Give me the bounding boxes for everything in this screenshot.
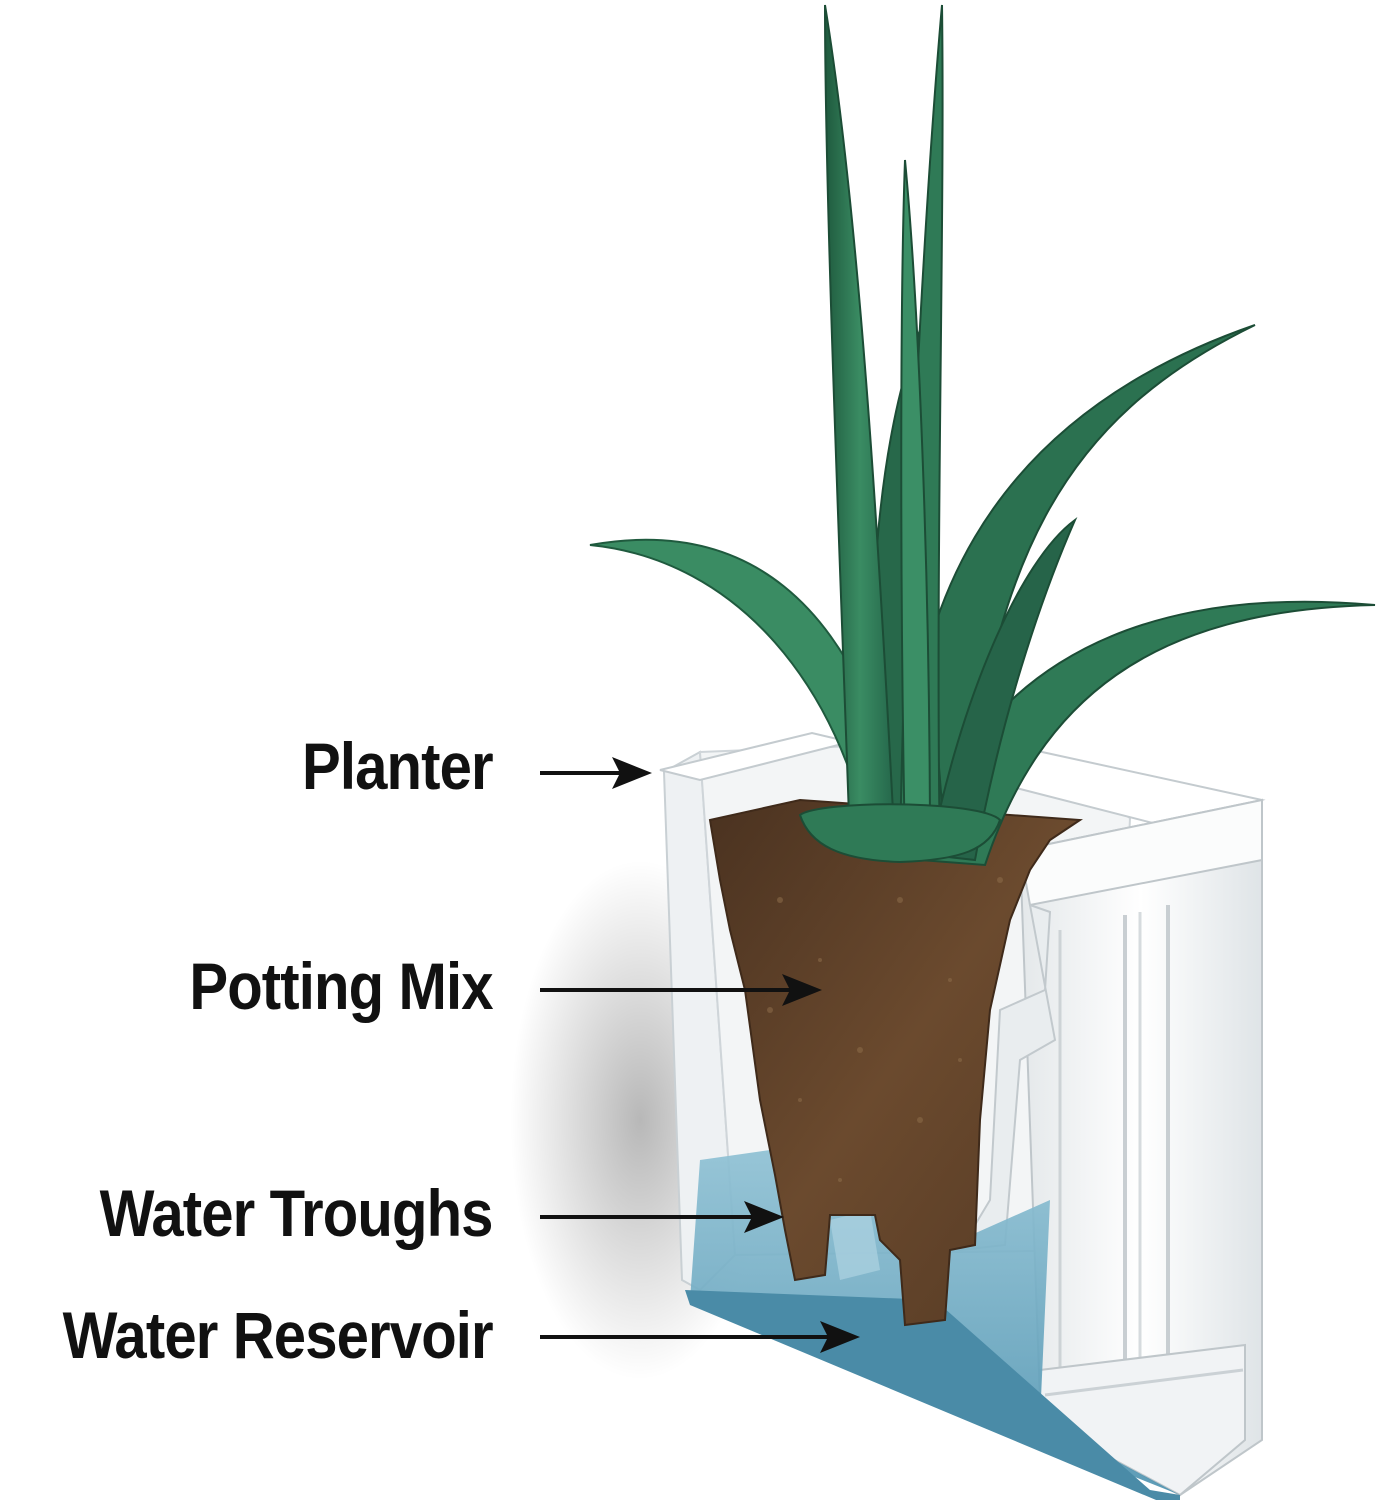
base-molding-line <box>1044 1368 1244 1397</box>
arrow-potting-mix <box>540 974 822 1006</box>
potting-mix-soil <box>708 798 1083 1327</box>
label-water-troughs: Water Troughs <box>99 1176 494 1250</box>
plant <box>589 4 1376 867</box>
arrow-water-troughs <box>540 1201 784 1233</box>
water-trough-wall <box>830 1210 880 1280</box>
arrow-planter <box>540 757 652 789</box>
planter-rim-front <box>1018 798 1263 907</box>
label-water-reservoir: Water Reservoir <box>62 1298 494 1372</box>
plant-leaf <box>824 4 897 852</box>
plant-leaf <box>900 159 932 851</box>
callout-arrows <box>540 757 860 1353</box>
plant-base <box>798 803 1002 864</box>
water-reservoir-floor <box>685 1290 1180 1500</box>
plant-leaf <box>928 517 1078 862</box>
arrow-water-reservoir <box>540 1321 860 1353</box>
label-potting-mix: Potting Mix <box>189 949 494 1023</box>
label-planter: Planter <box>302 729 494 803</box>
